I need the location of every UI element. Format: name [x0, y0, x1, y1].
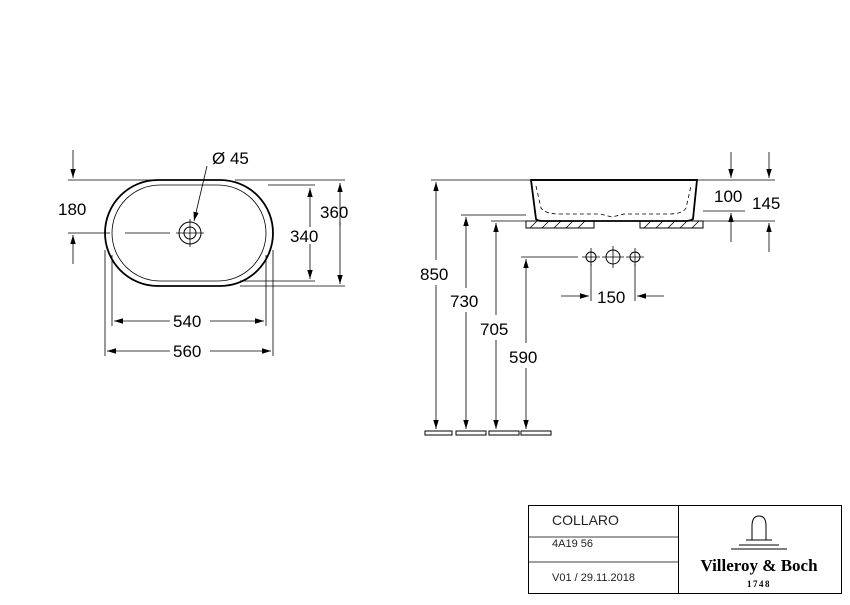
- title-block: COLLARO 4A19 56 V01 / 29.11.2018 Villero…: [528, 505, 842, 594]
- dimension-850: 850: [420, 265, 448, 284]
- dimension-150: 150: [597, 288, 625, 307]
- product-name: COLLARO: [552, 512, 619, 528]
- brand-year: 1748: [747, 579, 771, 589]
- countertop-blocks: [525, 220, 704, 229]
- basin-inner-outline: [111, 184, 267, 282]
- dimension-540: 540: [173, 312, 201, 331]
- article-number: 4A19 56: [552, 538, 593, 550]
- brand-name: Villeroy & Boch: [700, 556, 818, 575]
- version-date: V01 / 29.11.2018: [552, 572, 635, 584]
- dimension-180: 180: [58, 200, 86, 219]
- dimension-145: 145: [752, 194, 780, 213]
- tap-holes: [582, 246, 644, 268]
- side-view: 100 145 850 730 705 590: [420, 152, 780, 436]
- dimension-560: 560: [173, 342, 201, 361]
- dimension-360: 360: [320, 203, 348, 222]
- dimension-730: 730: [450, 292, 478, 311]
- dimension-340: 340: [290, 227, 318, 246]
- dimension-705: 705: [480, 320, 508, 339]
- brand-logo: Villeroy & Boch 1748: [700, 515, 818, 589]
- dimension-100: 100: [714, 187, 742, 206]
- dimension-590: 590: [509, 348, 537, 367]
- top-view: Ø 45 180 360 340 540 560: [58, 149, 348, 361]
- basin-side-outline: [529, 179, 698, 222]
- dimension-diameter: Ø 45: [212, 149, 249, 168]
